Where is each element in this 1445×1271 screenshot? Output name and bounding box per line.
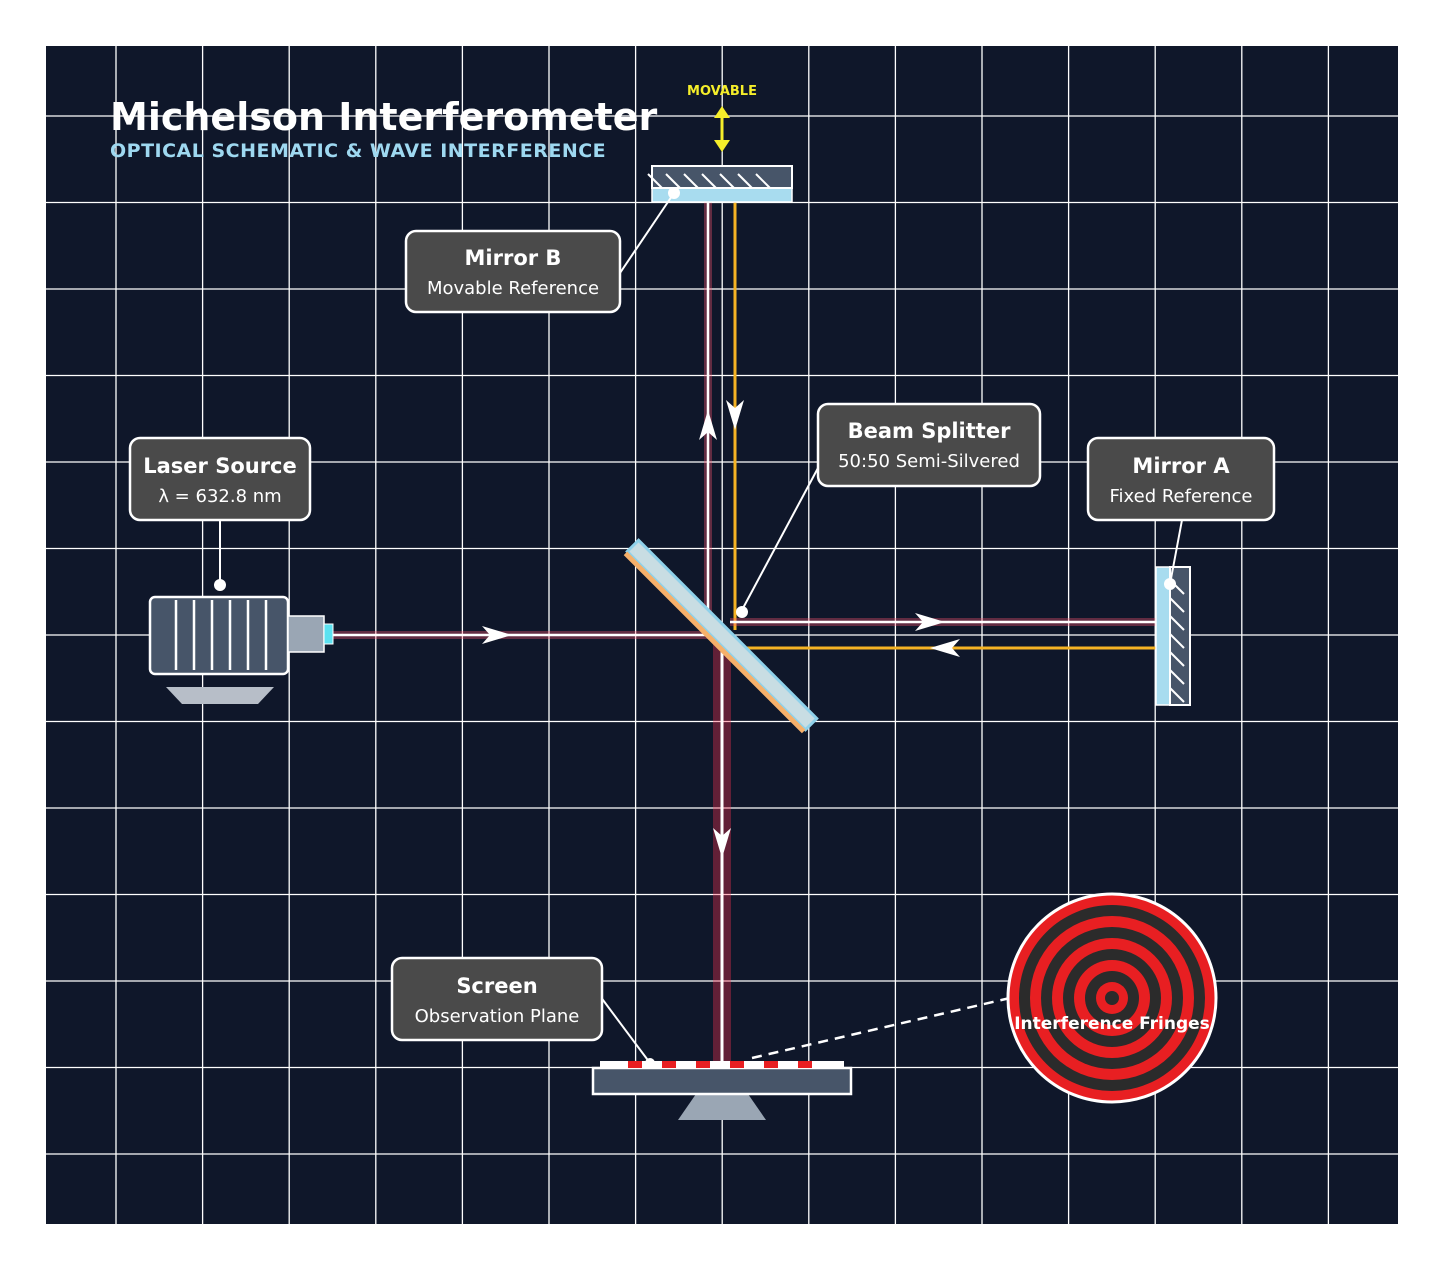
screen-base [591, 1066, 853, 1096]
laser-source [148, 595, 334, 704]
mirror-a-hatch [1169, 579, 1185, 703]
label-mirror-a: Mirror A Fixed Reference [1086, 436, 1276, 522]
arrow-right-icon [482, 626, 512, 644]
laser-aperture [323, 623, 334, 645]
arrow-up-icon [714, 106, 730, 118]
page-title: Michelson Interferometer [110, 95, 658, 139]
fringes-label: Interference Fringes [1014, 1014, 1210, 1034]
screen-fringe-marks [628, 1061, 812, 1068]
mirror-a [1155, 566, 1191, 706]
beam-paths [332, 200, 1158, 1064]
label-beam-splitter: Beam Splitter 50:50 Semi-Silvered [816, 402, 1042, 488]
label-laser-source: Laser Source λ = 632.8 nm [128, 436, 312, 522]
laser-nozzle [287, 615, 325, 653]
arrow-up-icon [699, 410, 717, 440]
svg-text:Screen: Screen [456, 974, 537, 998]
mirror-b [647, 165, 793, 203]
svg-text:50:50 Semi-Silvered: 50:50 Semi-Silvered [838, 451, 1020, 472]
movable-label: MOVABLE [687, 84, 757, 99]
movable-indicator: MOVABLE [687, 84, 757, 152]
screen [591, 1061, 853, 1120]
interference-fringes: Interference Fringes [1006, 892, 1218, 1104]
page-subtitle: OPTICAL SCHEMATIC & WAVE INTERFERENCE [110, 140, 606, 162]
svg-text:Mirror A: Mirror A [1132, 454, 1230, 478]
svg-text:Beam Splitter: Beam Splitter [848, 419, 1011, 443]
svg-text:Laser Source: Laser Source [143, 454, 297, 478]
leader-lines [219, 192, 1183, 1064]
arrow-down-icon [714, 140, 730, 152]
svg-text:Movable Reference: Movable Reference [427, 278, 599, 299]
arrow-left-icon [930, 639, 960, 657]
leader-dots [214, 187, 1176, 1068]
arrow-right-icon [915, 613, 945, 631]
screen-surface [600, 1061, 844, 1068]
arrow-down-icon [713, 828, 731, 858]
svg-text:λ = 632.8 nm: λ = 632.8 nm [158, 486, 281, 507]
fringe-ring [1105, 991, 1119, 1005]
mirror-b-hatch [647, 173, 771, 189]
svg-text:Fixed Reference: Fixed Reference [1109, 486, 1252, 507]
screen-stand [678, 1094, 766, 1120]
svg-text:Observation Plane: Observation Plane [415, 1006, 580, 1027]
label-mirror-b: Mirror B Movable Reference [404, 229, 622, 314]
label-screen: Screen Observation Plane [390, 956, 604, 1042]
arrow-down-icon [726, 400, 744, 430]
laser-body [148, 595, 290, 676]
beam-splitter [623, 538, 819, 734]
svg-text:Mirror B: Mirror B [465, 246, 562, 270]
laser-fins [174, 600, 268, 670]
laser-mount [166, 687, 274, 704]
